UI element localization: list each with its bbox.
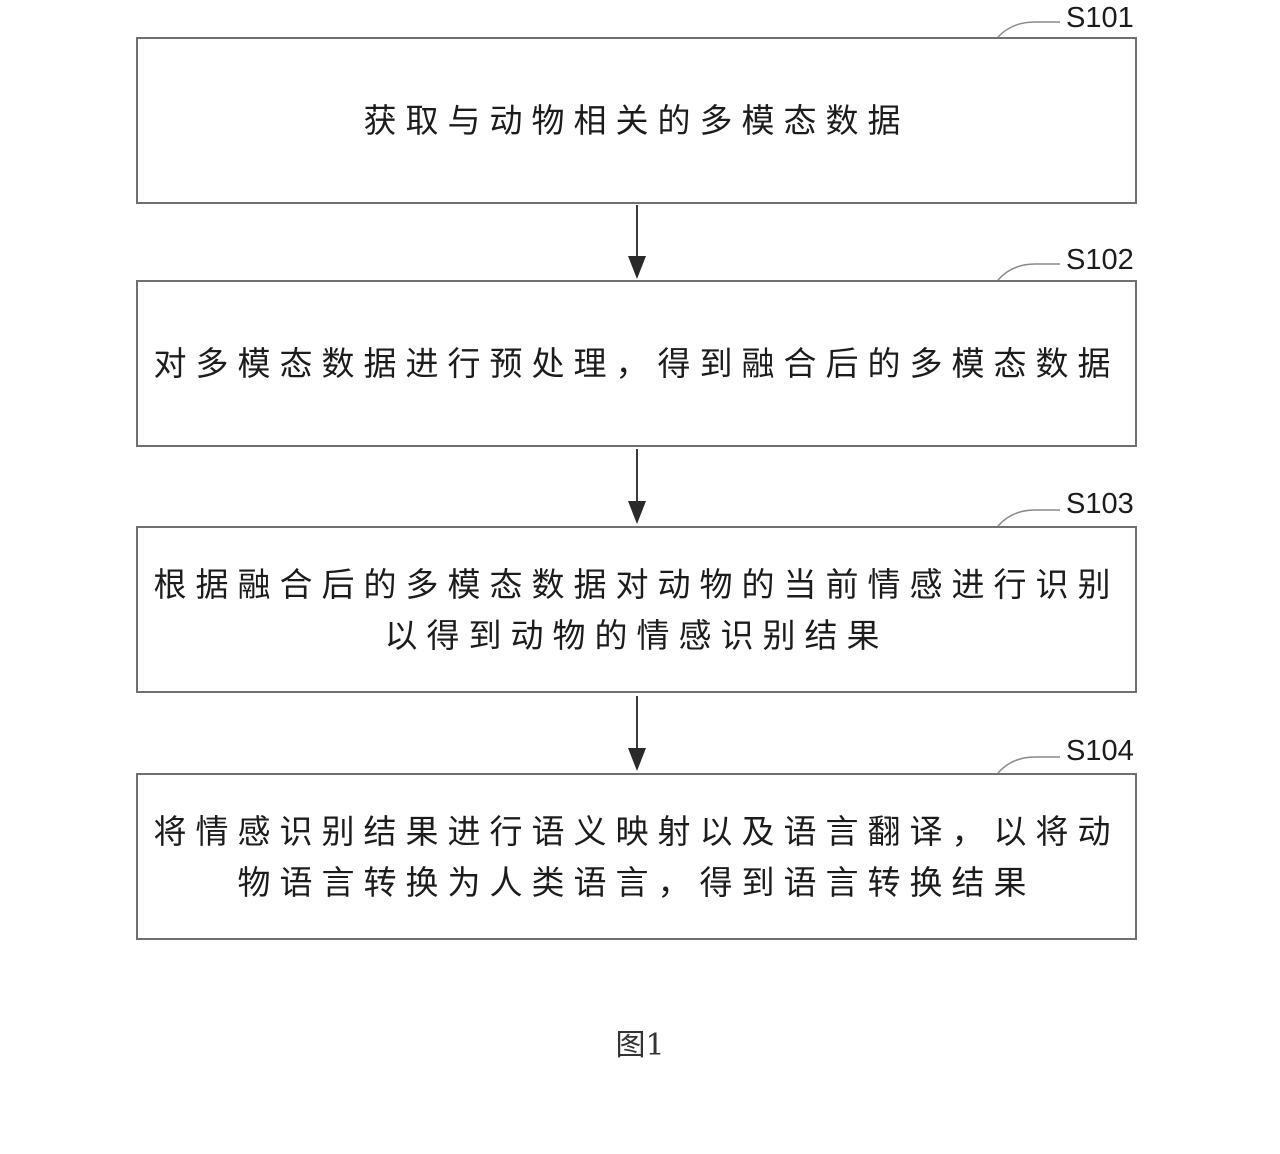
step-label-s104: S104	[1066, 735, 1134, 767]
label-leader-s101	[997, 21, 1060, 38]
label-leader-s102	[997, 263, 1060, 281]
label-leader-s104	[997, 756, 1060, 774]
step-label-s102: S102	[1066, 244, 1134, 276]
step-box-s101: 获取与动物相关的多模态数据	[136, 37, 1137, 204]
step-text-s101: 获取与动物相关的多模态数据	[363, 101, 910, 140]
step-label-s103: S103	[1066, 488, 1134, 520]
figure-caption: 图1	[615, 1028, 665, 1063]
arrow-s102-to-s103	[628, 449, 646, 524]
step-box-s102: 对多模态数据进行预处理，得到融合后的多模态数据	[136, 280, 1137, 447]
step-box-s104: 将情感识别结果进行语义映射以及语言翻译，以将动 物语言转换为人类语言，得到语言转…	[136, 773, 1137, 940]
arrow-s101-to-s102	[628, 205, 646, 279]
step-text-s102: 对多模态数据进行预处理，得到融合后的多模态数据	[153, 344, 1120, 383]
step-text-s103: 根据融合后的多模态数据对动物的当前情感进行识别 以得到动物的情感识别结果	[153, 564, 1120, 655]
label-leader-s103	[997, 509, 1060, 527]
step-box-s103: 根据融合后的多模态数据对动物的当前情感进行识别 以得到动物的情感识别结果	[136, 526, 1137, 693]
step-label-s101: S101	[1066, 2, 1134, 34]
step-text-s104: 将情感识别结果进行语义映射以及语言翻译，以将动 物语言转换为人类语言，得到语言转…	[153, 811, 1120, 902]
arrow-s103-to-s104	[628, 696, 646, 771]
